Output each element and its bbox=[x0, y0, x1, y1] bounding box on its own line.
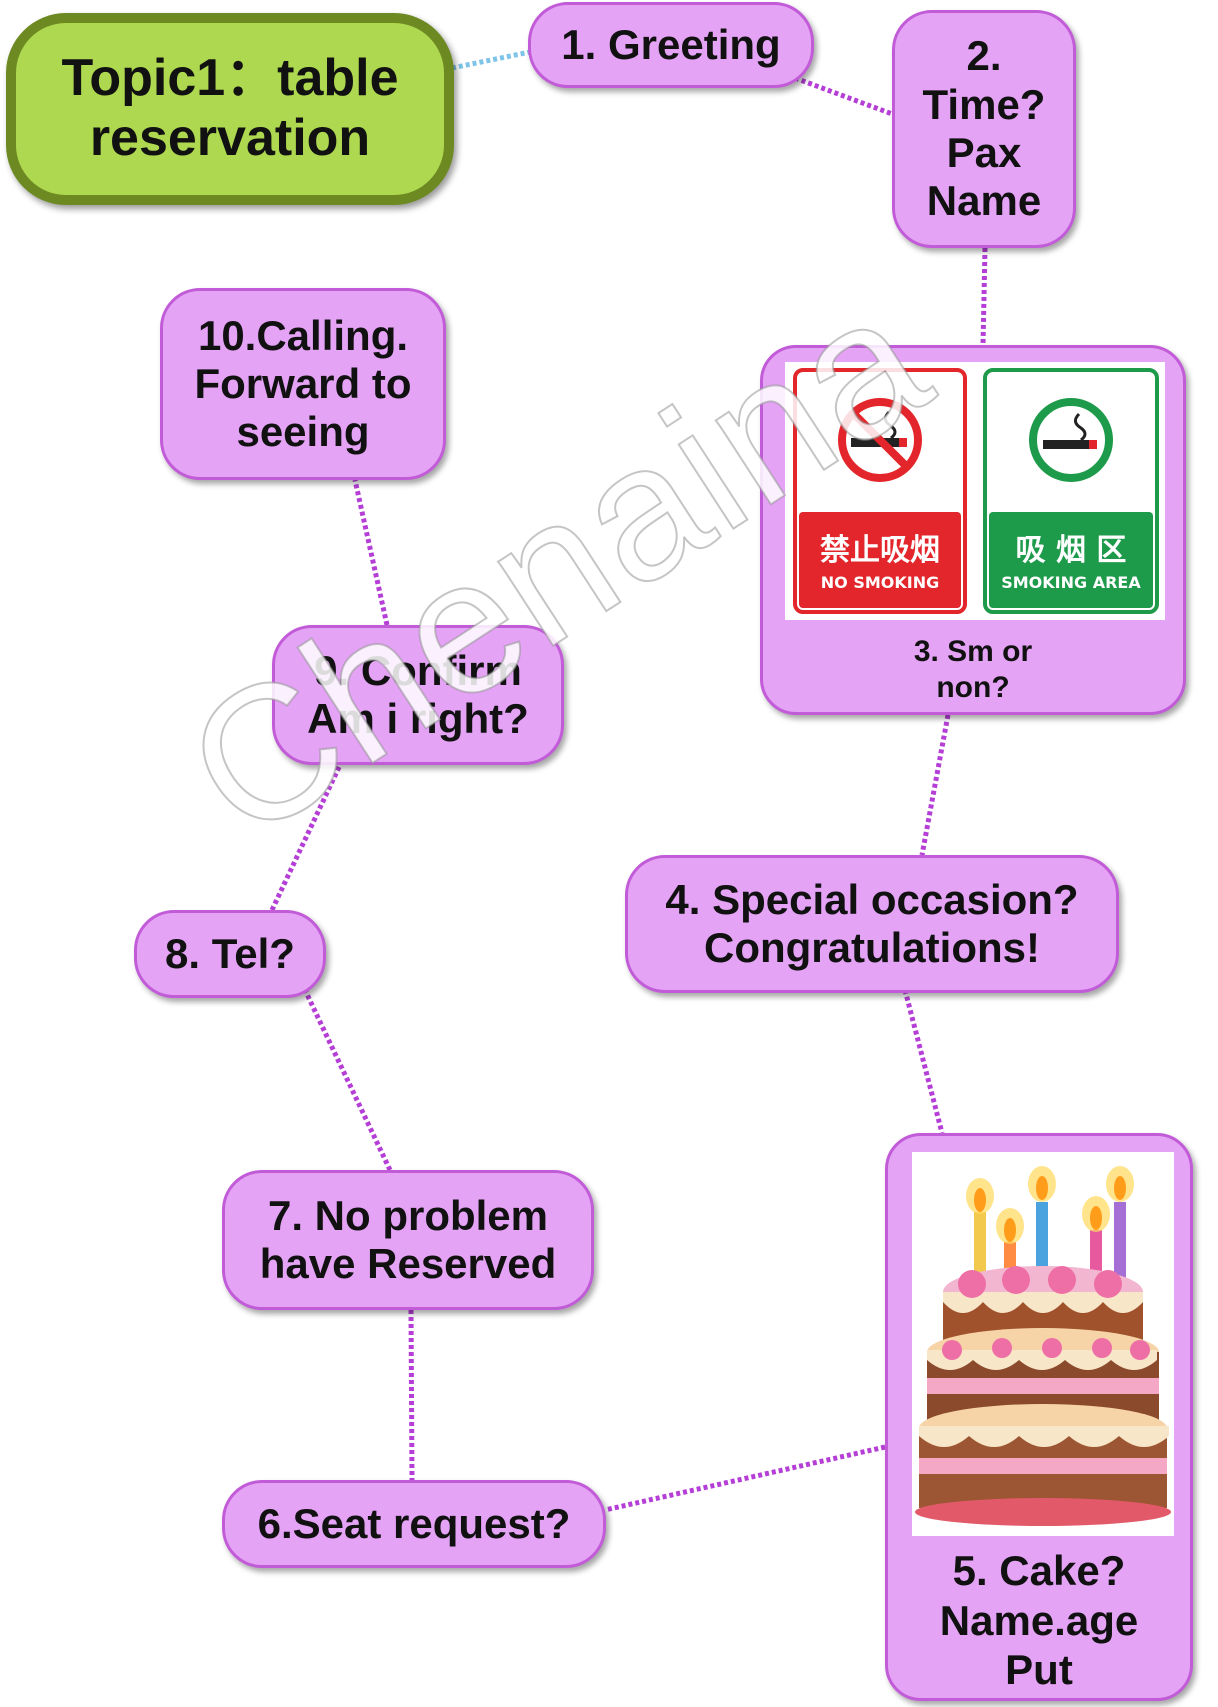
node-6-label: 6.Seat request? bbox=[258, 1500, 571, 1548]
link-2-3 bbox=[983, 248, 985, 345]
link-1-2 bbox=[795, 78, 895, 115]
node-4-special-occasion[interactable]: 4. Special occasion? Congratulations! bbox=[625, 855, 1119, 993]
birthday-cake-image bbox=[912, 1152, 1174, 1536]
link-9-10 bbox=[355, 480, 387, 625]
node-1-greeting[interactable]: 1. Greeting bbox=[528, 2, 814, 88]
node-5-cake[interactable]: 5. Cake? Name.age Put bbox=[885, 1133, 1193, 1701]
no-smoking-en-text: NO SMOKING bbox=[821, 573, 939, 592]
node-4-label: 4. Special occasion? Congratulations! bbox=[665, 876, 1078, 973]
node-3-smoking[interactable]: 禁止吸烟 NO SMOKING 吸 烟 区 SMOKING AREA 3. Sm… bbox=[760, 345, 1186, 715]
no-smoking-sign: 禁止吸烟 NO SMOKING bbox=[795, 370, 965, 612]
node-3-label: 3. Sm or non? bbox=[763, 634, 1183, 706]
topic-inner: Topic1：table reservation bbox=[16, 23, 444, 195]
node-1-label: 1. Greeting bbox=[561, 21, 780, 69]
node-7-label: 7. No problem have Reserved bbox=[260, 1192, 557, 1289]
node-9-confirm[interactable]: 9. Confirm Am i right? bbox=[272, 625, 564, 765]
smoking-area-cn-text: 吸 烟 区 bbox=[1016, 533, 1127, 568]
link-5-6 bbox=[605, 1447, 885, 1510]
node-9-label: 9. Confirm Am i right? bbox=[307, 647, 529, 744]
topic-title: Topic1：table reservation bbox=[61, 49, 398, 169]
node-5-label: 5. Cake? Name.age Put bbox=[888, 1546, 1190, 1695]
node-10-calling[interactable]: 10.Calling. Forward to seeing bbox=[160, 288, 446, 480]
topic-node: Topic1：table reservation bbox=[6, 13, 454, 205]
link-7-8 bbox=[305, 990, 390, 1170]
node-7-no-problem[interactable]: 7. No problem have Reserved bbox=[222, 1170, 594, 1310]
node-2-time-pax-name[interactable]: 2. Time? Pax Name bbox=[892, 10, 1076, 248]
link-topic-1 bbox=[452, 52, 530, 68]
node-8-tel[interactable]: 8. Tel? bbox=[134, 910, 326, 998]
node-6-seat-request[interactable]: 6.Seat request? bbox=[222, 1480, 606, 1568]
cake-bottom-tier bbox=[915, 1404, 1171, 1526]
node-10-label: 10.Calling. Forward to seeing bbox=[195, 312, 412, 457]
link-3-4 bbox=[922, 715, 948, 855]
node-2-label: 2. Time? Pax Name bbox=[923, 32, 1046, 225]
smoking-signs-image: 禁止吸烟 NO SMOKING 吸 烟 区 SMOKING AREA bbox=[785, 362, 1165, 620]
smoking-area-en-text: SMOKING AREA bbox=[1001, 573, 1141, 592]
node-8-label: 8. Tel? bbox=[165, 930, 295, 978]
link-6-7 bbox=[411, 1310, 412, 1480]
no-smoking-cn-text: 禁止吸烟 bbox=[820, 533, 940, 568]
link-4-5 bbox=[905, 990, 942, 1133]
link-8-9 bbox=[272, 765, 340, 910]
smoking-area-sign: 吸 烟 区 SMOKING AREA bbox=[985, 370, 1157, 612]
